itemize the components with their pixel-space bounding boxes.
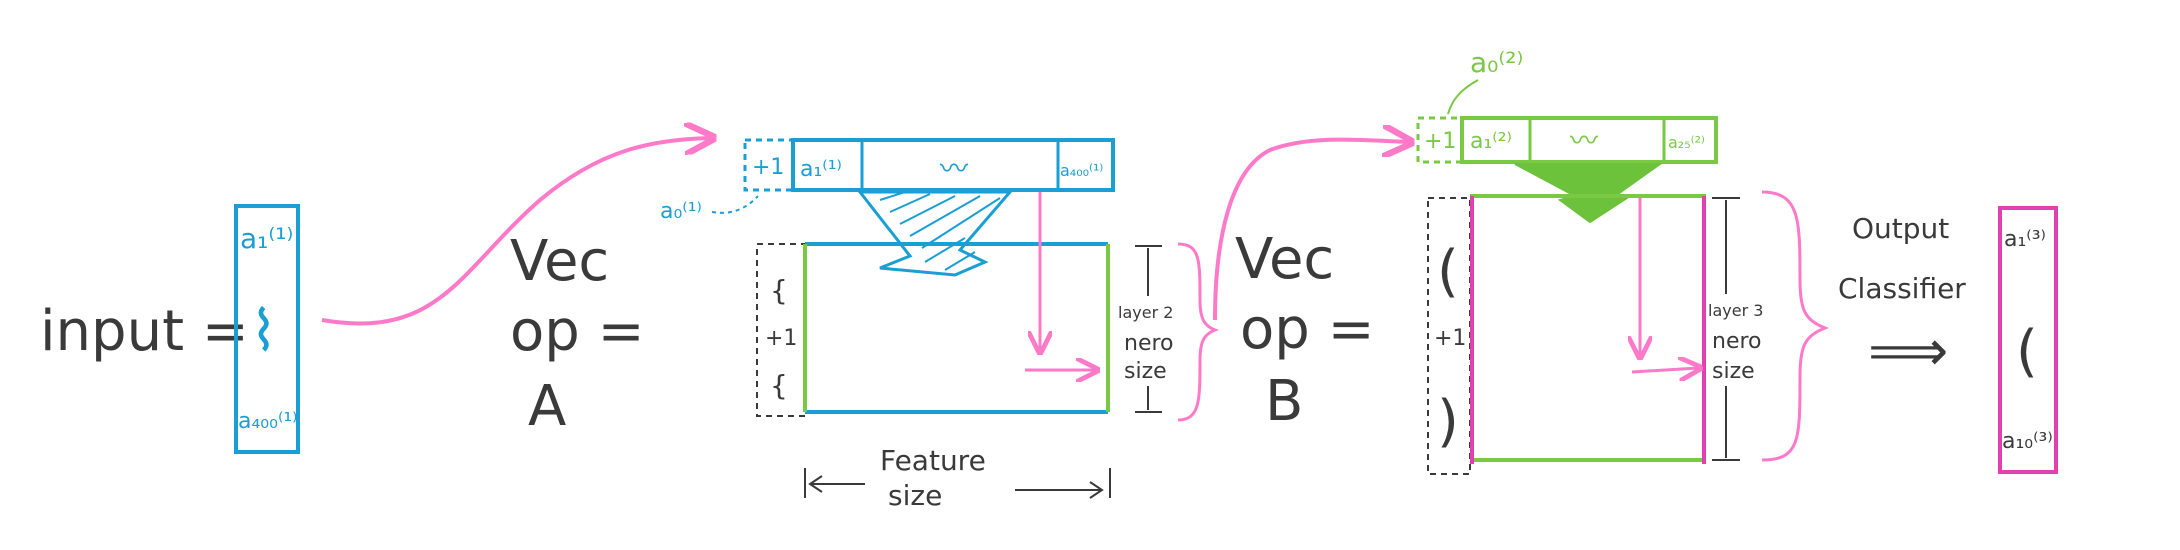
matrix-b-bias-top: ( [1437,239,1459,304]
matrix-b-brace [1761,190,1830,462]
matrix-a: { +1 { [756,192,1110,417]
layer1-bias: +1 [752,155,784,180]
matrix-b-height-line3: size [1712,359,1755,384]
matrix-b-height-dim: layer 3 nero size [1706,197,1772,461]
op-a-line1: Vec [510,229,609,294]
layer1-row-vector: +1 a₁⁽¹⁾ 〰 a₄₀₀⁽¹⁾ a₀⁽¹⁾ [660,138,1115,224]
layer2-last: a₂₅⁽²⁾ [1668,133,1705,152]
layer1-bias-note: a₀⁽¹⁾ [660,199,702,224]
layer2-row-vector: +1 a₁⁽²⁾ 〰 a₂₅⁽²⁾ a₀⁽²⁾ [1416,46,1718,164]
matrix-a-height-line2: nero [1124,331,1174,356]
op-a-line3: A [528,374,566,439]
input-label: input = [40,299,249,364]
layer1-last: a₄₀₀⁽¹⁾ [1060,161,1103,180]
layer2-first: a₁⁽²⁾ [1470,129,1512,154]
op-b-line1: Vec [1235,227,1334,292]
matrix-a-bias-mid: +1 [765,326,797,351]
matrix-b: ( +1 ) [1427,194,1706,475]
input-bottom-symbol: a₄₀₀⁽¹⁾ [238,409,298,434]
output-vector: a₁⁽³⁾ ( a₁₀⁽³⁾ [1998,206,2058,474]
output-label-line2: Classifier [1838,272,1966,305]
matrix-b-height-line1: layer 3 [1708,301,1763,320]
output-label: Output Classifier [1838,212,1966,305]
matrix-a-bias-top: { [770,274,788,307]
matrix-a-height-line3: size [1124,359,1167,384]
layer1-mid: 〰 [940,152,968,185]
op-b-line3: B [1265,369,1303,434]
matrix-a-height-dim: layer 2 nero size [1116,245,1184,413]
input-to-layer1-arrow [321,138,710,326]
matrix-b-bias-bot: ) [1437,389,1459,454]
matrix-a-brace [1177,242,1220,422]
output-top-symbol: a₁⁽³⁾ [2004,227,2046,252]
input-mid-symbol: ⌇ [250,299,277,364]
output-bottom-symbol: a₁₀⁽³⁾ [2002,429,2053,454]
op-a-line2: op = [510,299,645,364]
matrix-a-height-line1: layer 2 [1118,303,1173,322]
layer2-bias: +1 [1424,129,1456,154]
input-top-symbol: a₁⁽¹⁾ [240,222,293,255]
layer2-to-layer3-arrow [1213,140,1408,321]
matrix-a-width-dim: Feature size [804,444,1111,512]
output-arrow: ⟹ [1868,319,1948,384]
output-label-line1: Output [1852,212,1949,245]
op-b-label: Vec op = B [1235,227,1375,434]
matrix-a-bias-bot: { [770,369,788,402]
matrix-b-bias-mid: +1 [1434,326,1466,351]
op-b-line2: op = [1240,297,1375,362]
layer2-mid: 〰 [1570,124,1598,157]
matrix-a-width-line2: size [888,479,942,512]
layer2-funnel [1514,163,1664,224]
input-vector: a₁⁽¹⁾ ⌇ a₄₀₀⁽¹⁾ [234,204,300,454]
matrix-a-width-line1: Feature [880,444,986,477]
layer2-bias-note: a₀⁽²⁾ [1470,46,1523,79]
output-mid-symbol: ( [2016,319,2038,384]
layer1-first: a₁⁽¹⁾ [800,157,842,182]
op-a-label: Vec op = A [510,229,645,439]
layer1-funnel [856,190,1014,277]
matrix-b-height-line2: nero [1712,329,1762,354]
